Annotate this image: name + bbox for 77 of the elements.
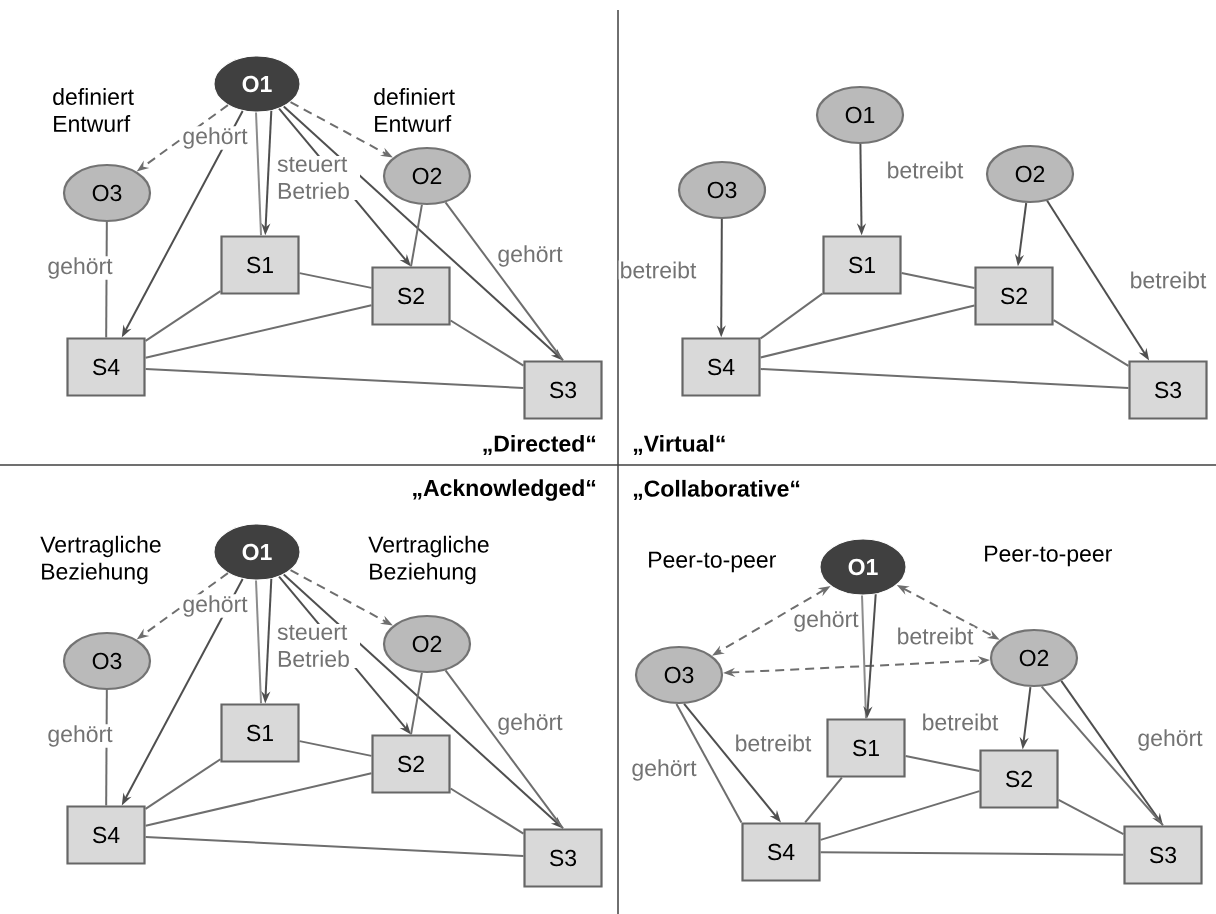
process-box: S3 xyxy=(1123,825,1203,885)
process-box: S2 xyxy=(979,749,1059,809)
note-text: Vertragliche Beziehung xyxy=(40,535,161,585)
process-box: S1 xyxy=(822,235,902,295)
connector-line xyxy=(759,368,1130,389)
connector-line xyxy=(449,787,525,835)
connector-line xyxy=(819,790,981,841)
connector-line xyxy=(144,772,373,827)
connector-line xyxy=(144,304,373,359)
edge-label: gehört xyxy=(1136,728,1204,752)
ellipse-node: O1 xyxy=(819,538,907,596)
process-box: S4 xyxy=(66,337,146,397)
connector-line xyxy=(444,201,564,362)
note-text: Peer-to-peer xyxy=(985,545,1112,567)
process-box: S3 xyxy=(1128,360,1208,420)
process-box: S4 xyxy=(681,337,761,397)
connector-line xyxy=(255,111,263,237)
ellipse-node: O2 xyxy=(985,144,1075,204)
edge-label: steuert Betrieb xyxy=(276,623,360,669)
note-text: Peer-to-peer xyxy=(649,551,776,573)
connector-line xyxy=(444,669,564,830)
connector-line xyxy=(759,292,824,340)
connector-line xyxy=(1057,798,1125,836)
panel-title: „Virtual“ xyxy=(633,434,725,456)
connector-line xyxy=(144,368,525,389)
connector-line xyxy=(904,755,981,772)
edge-label: gehört xyxy=(496,712,564,736)
process-box: S3 xyxy=(523,828,603,888)
process-box: S2 xyxy=(371,266,451,326)
ellipse-node: O3 xyxy=(634,645,724,705)
connector-line xyxy=(298,740,373,757)
ellipse-node: O2 xyxy=(989,628,1079,688)
process-box: S4 xyxy=(66,805,146,865)
connector-line xyxy=(675,703,743,824)
process-box: S1 xyxy=(826,718,906,778)
edge-label: gehört xyxy=(181,594,249,618)
edge-label: gehört xyxy=(46,256,114,280)
connector-line xyxy=(804,776,843,824)
edge-label: gehört xyxy=(630,758,698,782)
ellipse-node: O3 xyxy=(62,163,152,223)
edge-label: steuert Betrieb xyxy=(276,155,360,201)
connector-line xyxy=(144,290,222,342)
connector-line xyxy=(1052,319,1130,367)
note-text: definiert Entwurf xyxy=(53,88,134,132)
ellipse-node: O1 xyxy=(213,523,301,581)
connector-line xyxy=(449,319,525,367)
panel-title: „Collaborative“ xyxy=(633,479,800,501)
process-box: S4 xyxy=(741,822,821,882)
connector-line xyxy=(298,272,373,289)
ellipse-node: O2 xyxy=(382,146,472,206)
connector-line xyxy=(255,579,263,705)
connector-line xyxy=(144,836,525,858)
note-text: Vertragliche Beziehung xyxy=(368,535,489,585)
ellipse-node: O3 xyxy=(62,631,152,691)
ellipse-node: O1 xyxy=(815,85,905,145)
connector-line xyxy=(144,758,222,810)
process-box: S3 xyxy=(523,360,603,420)
note-text: definiert Entwurf xyxy=(374,88,455,132)
process-box: S2 xyxy=(371,734,451,794)
process-box: S2 xyxy=(974,266,1054,326)
connector-line xyxy=(819,851,1125,856)
connector-line xyxy=(410,671,423,736)
connector-line xyxy=(410,203,423,268)
connector-line xyxy=(900,272,976,289)
panel-title: „Acknowledged“ xyxy=(413,479,596,501)
edge-label: gehört xyxy=(792,609,860,633)
process-box: S1 xyxy=(220,235,300,295)
connector-line xyxy=(759,304,976,359)
connector-line xyxy=(1040,685,1164,827)
ellipse-node: O1 xyxy=(213,55,301,113)
edge-label: gehört xyxy=(181,126,249,150)
process-box: S1 xyxy=(220,703,300,763)
ellipse-node: O2 xyxy=(382,614,472,674)
connector-line xyxy=(861,594,867,720)
edge-label: gehört xyxy=(46,724,114,748)
edge-label: gehört xyxy=(496,244,564,268)
ellipse-node: O3 xyxy=(677,160,767,220)
